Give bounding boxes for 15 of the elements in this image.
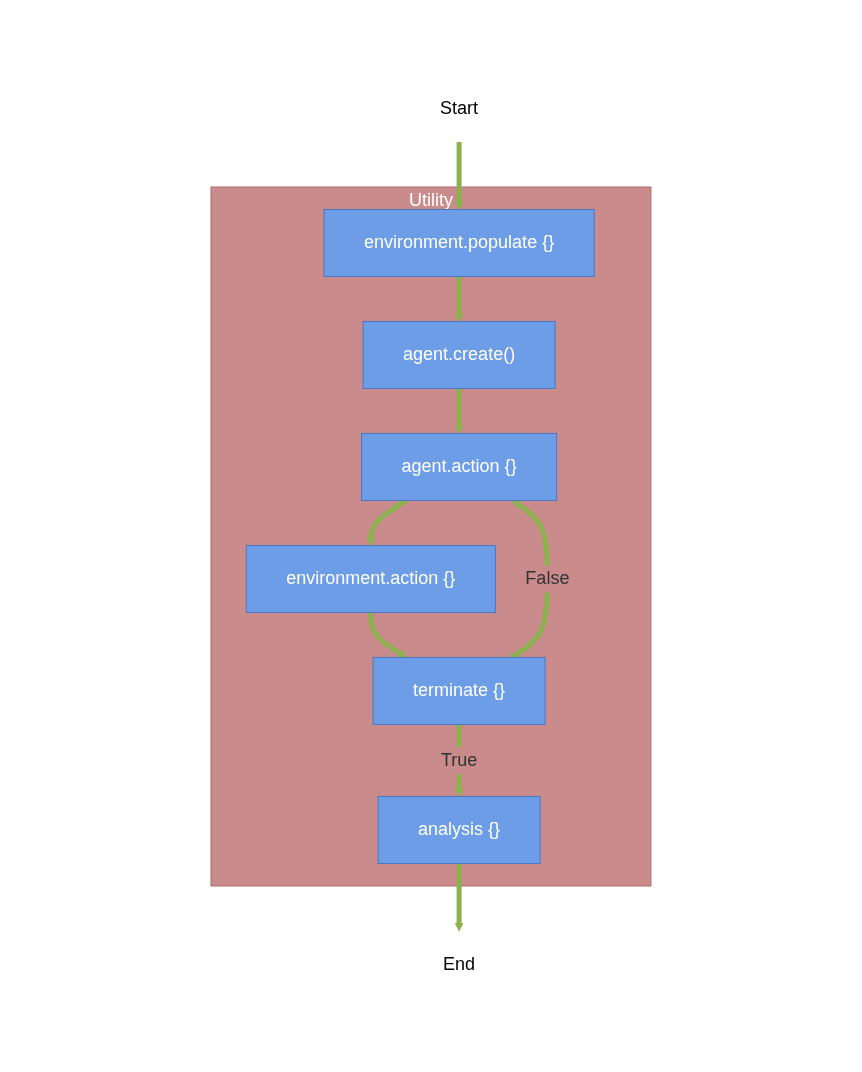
arrow [454,863,464,931]
node-text: End [443,953,476,974]
node-box: terminate {} [372,656,546,725]
node-text: Start [440,97,479,118]
node-box: environment.action {} [245,544,496,613]
node-box: agent.action {} [361,432,558,501]
node-box: agent.create() [362,320,556,389]
node-box: analysis {} [377,795,541,864]
arrow [454,388,464,434]
edge-label: False [525,568,570,588]
arrow [368,612,407,658]
arrow [454,141,464,210]
node-box: environment.populate {} [323,208,595,277]
edge-label: True [440,749,478,770]
arrow [454,276,464,322]
